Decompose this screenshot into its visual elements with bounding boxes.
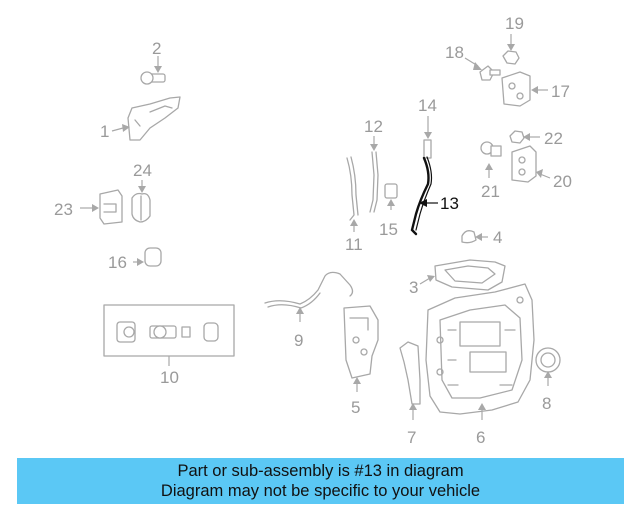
part-23-bracket (80, 189, 123, 225)
callout-14: 14 (418, 96, 437, 115)
part-4-clip (461, 230, 488, 244)
part-8-speaker (535, 347, 561, 386)
callout-11: 11 (345, 235, 363, 254)
banner-line-1: Part or sub-assembly is #13 in diagram (177, 462, 464, 480)
callout-4: 4 (493, 228, 502, 247)
callout-20: 20 (553, 172, 572, 191)
callout-15: 15 (379, 220, 398, 239)
callout-16: 16 (108, 253, 127, 272)
part-6-door-module (425, 283, 535, 420)
callout-6: 6 (476, 428, 485, 447)
callout-9: 9 (294, 331, 303, 350)
callout-22: 22 (544, 129, 563, 148)
part-13-rod-highlighted (410, 156, 438, 236)
part-22-nut (509, 130, 540, 144)
part-7-bracket (399, 341, 421, 420)
callout-7: 7 (407, 428, 416, 447)
callout-8: 8 (542, 394, 551, 413)
part-3-inside-handle (419, 259, 506, 291)
part-16-plug (133, 247, 162, 267)
part-5-latch (343, 305, 379, 392)
callout-17: 17 (551, 82, 570, 101)
part-11-rod (346, 156, 359, 232)
part-18-bolt (464, 57, 501, 81)
part-15-clip (384, 183, 398, 210)
part-9-rod (264, 271, 354, 322)
part-24-bumper (131, 180, 151, 223)
part-17-hinge (501, 71, 548, 107)
part-1-handle (111, 96, 181, 141)
part-10-lock-cylinder-kit (103, 304, 235, 366)
part-14-clip (423, 116, 432, 159)
callout-18: 18 (445, 43, 464, 62)
callout-21: 21 (481, 182, 500, 201)
callout-12: 12 (364, 117, 383, 136)
callout-19: 19 (505, 14, 524, 33)
part-21-bolt (480, 141, 502, 178)
banner-line-2: Diagram may not be specific to your vehi… (160, 482, 481, 500)
part-19-nut (502, 34, 520, 65)
part-12-rod (369, 136, 379, 213)
info-banner: Part or sub-assembly is #13 in diagram D… (17, 458, 624, 504)
callout-13: 13 (440, 194, 459, 213)
callout-2: 2 (152, 39, 161, 58)
part-2-screw (140, 56, 166, 85)
callout-10: 10 (160, 368, 179, 387)
callout-5: 5 (351, 398, 360, 417)
callout-24: 24 (133, 161, 152, 180)
parts-diagram: 2 1 24 23 16 10 (54, 14, 572, 447)
callout-3: 3 (409, 278, 418, 297)
callout-23: 23 (54, 200, 73, 219)
part-20-hinge (511, 145, 551, 183)
callout-1: 1 (100, 122, 109, 141)
